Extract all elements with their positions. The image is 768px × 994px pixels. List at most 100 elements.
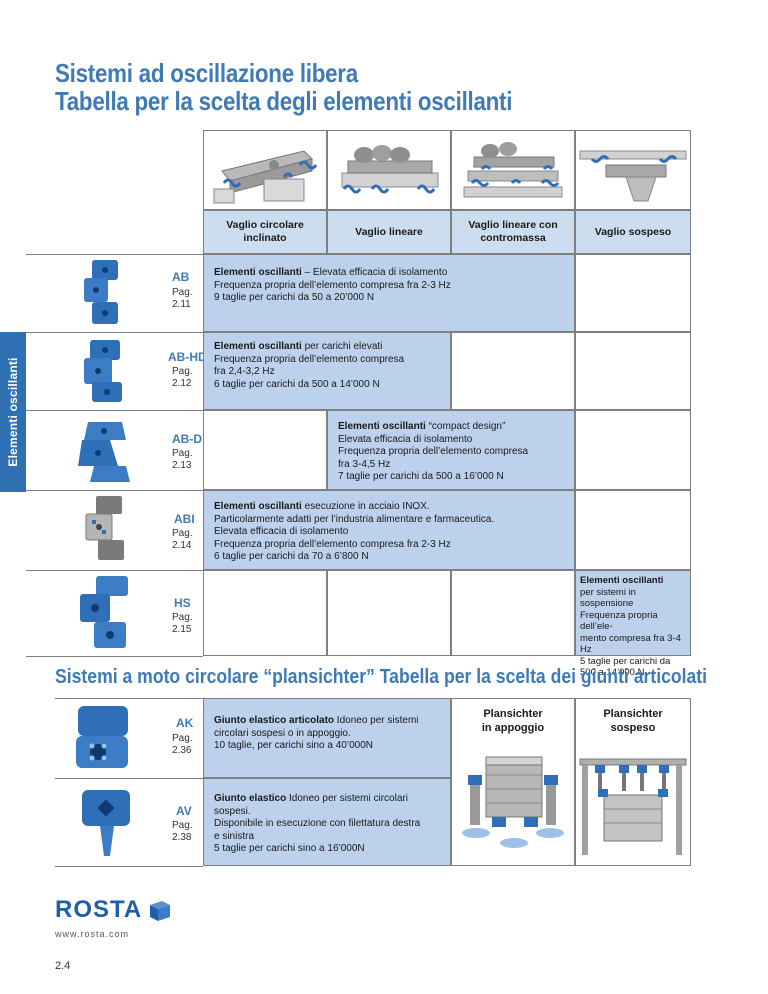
plansichter-sospeso-head2: sospeso <box>610 722 656 734</box>
row-page-label-ab: Pag. <box>172 287 193 298</box>
row-page-ab-hd: 2.12 <box>172 378 192 389</box>
row-page-abi: 2.14 <box>172 540 192 551</box>
empty-cell <box>575 410 691 490</box>
desc-line: 10 taglie, per carichi sino a 40’000N <box>214 740 373 751</box>
desc-rest: – Elevata efficacia di isolamento <box>301 267 448 278</box>
desc-line: Frequenza propria dell’elemento compresa… <box>214 538 451 550</box>
desc-bold: Elementi oscillanti <box>214 341 302 352</box>
page-title-line1: Sistemi ad oscillazione libera <box>55 58 358 88</box>
row-desc-ab-hd: Elementi oscillanti per carichi elevati … <box>203 332 451 410</box>
product-image-av <box>78 786 138 860</box>
row-code-abi: ABI <box>174 512 195 526</box>
desc-bold: Giunto elastico <box>214 793 287 804</box>
side-tab: Elementi oscillanti <box>0 332 26 492</box>
desc-line: Elevata efficacia di isolamento <box>214 526 349 537</box>
column-header-linear: Vaglio lineare <box>327 210 451 254</box>
desc-line: Frequenza propria dell’elemento compresa <box>214 353 405 365</box>
desc-line: Particolarmente adatti per l’industria a… <box>214 513 495 525</box>
row-page-label-av: Pag. <box>172 820 193 831</box>
desc-line: e sinistra <box>214 830 255 842</box>
page-title-line2: Tabella per la scelta degli elementi osc… <box>55 86 513 116</box>
side-tab-label: Elementi oscillanti <box>6 357 20 467</box>
product-image-hs <box>72 574 136 652</box>
desc-line: per sistemi in sospensione <box>580 586 636 610</box>
plansichter-appoggio-cell: Plansichter in appoggio <box>451 698 575 866</box>
row-page-ak: 2.36 <box>172 745 192 756</box>
row-page-label-ak: Pag. <box>172 733 193 744</box>
desc-line: Frequenza propria dell’ele- <box>580 609 658 633</box>
row-desc-av: Giunto elastico Idoneo per sistemi circo… <box>203 778 451 866</box>
logo-cube-icon <box>150 901 171 921</box>
row-desc-ab-d: Elementi oscillanti “compact design” Ele… <box>327 410 575 490</box>
desc-line: fra 2,4-3,2 Hz <box>214 366 275 377</box>
empty-cell <box>203 570 327 656</box>
product-image-ab-hd <box>74 336 134 406</box>
plansichter-appoggio-image <box>462 756 564 848</box>
page-number: 2.4 <box>55 960 71 972</box>
desc-line: Frequenza propria dell’elemento compresa… <box>214 279 451 291</box>
desc-line: Frequenza propria dell’elemento compresa <box>338 446 529 457</box>
row-page-label-hs: Pag. <box>172 612 193 623</box>
logo-text: ROSTA <box>55 896 143 923</box>
plansichter-sospeso-image <box>579 758 687 855</box>
row-desc-hs: Elementi oscillanti per sistemi in sospe… <box>575 570 691 678</box>
desc-rest: esecuzione in acciaio INOX. <box>301 501 430 512</box>
desc-line: 6 taglie per carichi da 70 a 6’800 N <box>214 551 369 562</box>
row-page-hs: 2.15 <box>172 624 192 635</box>
empty-cell <box>575 490 691 570</box>
row-code-ab: AB <box>172 270 190 284</box>
website-url: www.rosta.com <box>55 929 130 939</box>
row-page-label-ab-d: Pag. <box>172 448 193 459</box>
desc-rest: “compact design” <box>425 421 506 432</box>
desc-line: 6 taglie per carichi da 500 a 14’000 N <box>214 378 380 390</box>
desc-rest: Idoneo per sistemi <box>334 715 419 726</box>
empty-cell <box>451 570 575 656</box>
product-image-ak <box>70 702 140 774</box>
row-code-ak: AK <box>176 716 194 730</box>
row-code-ab-hd: AB-HD <box>168 350 207 364</box>
machine-image-suspended <box>575 130 691 210</box>
desc-line: Disponibile in esecuzione con filettatur… <box>214 818 421 829</box>
section2-title: Sistemi a moto circolare “plansichter” T… <box>55 666 708 688</box>
row-desc-abi: Elementi oscillanti esecuzione in acciai… <box>203 490 575 570</box>
row-page-ab: 2.11 <box>172 299 191 310</box>
row-code-ab-d: AB-D <box>172 432 202 446</box>
row-desc-ak: Giunto elastico articolato Idoneo per si… <box>203 698 451 778</box>
plansichter-sospeso-cell: Plansichter sospeso <box>575 698 691 866</box>
product-image-ab <box>74 258 134 328</box>
desc-line: Elevata efficacia di isolamento <box>338 433 473 445</box>
desc-rest: per carichi elevati <box>301 341 383 352</box>
row-code-av: AV <box>176 804 192 818</box>
row-desc-ab: Elementi oscillanti – Elevata efficacia … <box>203 254 575 332</box>
desc-line: sospesi. <box>214 805 251 817</box>
column-header-suspended: Vaglio sospeso <box>575 210 691 254</box>
plansichter-sospeso-head1: Plansichter <box>603 708 663 720</box>
desc-bold: Elementi oscillanti <box>338 421 426 432</box>
row-page-av: 2.38 <box>172 832 192 843</box>
machine-image-linear <box>327 130 451 210</box>
rosta-logo: ROSTA <box>55 896 172 924</box>
machine-image-circular-inclined <box>203 130 327 210</box>
product-image-ab-d <box>74 414 134 486</box>
row-page-label-ab-hd: Pag. <box>172 366 193 377</box>
desc-line: 9 taglie per carichi da 50 a 20’000 N <box>214 292 375 303</box>
desc-bold: Giunto elastico articolato <box>214 715 335 726</box>
empty-cell <box>327 570 451 656</box>
desc-line: circolari sospesi o in appoggio. <box>214 727 351 739</box>
empty-cell <box>451 332 575 410</box>
row-code-hs: HS <box>174 596 191 610</box>
desc-bold: Elementi oscillanti <box>214 501 302 512</box>
desc-line: fra 3-4,5 Hz <box>338 458 391 470</box>
desc-bold: Elementi oscillanti <box>580 575 664 586</box>
column-header-circular-inclined: Vaglio circolare inclinato <box>203 210 327 254</box>
desc-line: 5 taglie per carichi sino a 16’000N <box>214 843 365 854</box>
desc-rest: Idoneo per sistemi circolari <box>286 793 408 804</box>
empty-cell <box>575 332 691 410</box>
row-page-ab-d: 2.13 <box>172 460 192 471</box>
column-header-linear-countermass: Vaglio lineare con contromassa <box>451 210 575 254</box>
empty-cell <box>575 254 691 332</box>
desc-bold: Elementi oscillanti <box>214 267 302 278</box>
empty-cell <box>203 410 327 490</box>
desc-line: 5 taglie per carichi da <box>580 655 671 667</box>
machine-image-linear-countermass <box>451 130 575 210</box>
